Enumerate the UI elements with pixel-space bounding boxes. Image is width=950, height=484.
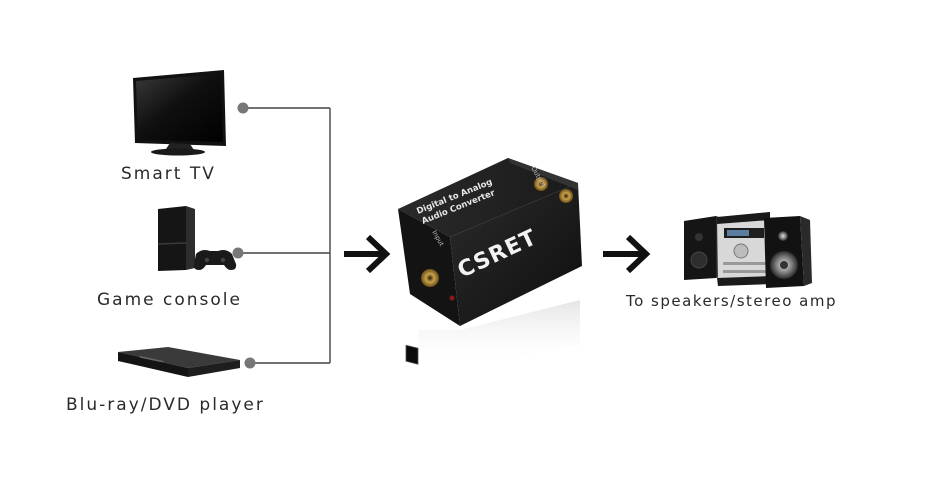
stereo-system-icon: [684, 212, 812, 288]
status-led: [449, 295, 455, 301]
optical-input-port: [405, 344, 419, 365]
bluray-player-icon: [118, 347, 240, 377]
tv-connector-dot: [237, 102, 249, 114]
coaxial-input-jack: [421, 269, 439, 287]
bluray-player-label: Blu-ray/DVD player: [66, 395, 265, 415]
game-console-label: Game console: [97, 290, 242, 310]
smart-tv-label: Smart TV: [121, 164, 216, 184]
console-connector-dot: [232, 247, 244, 259]
speakers-label: To speakers/stereo amp: [626, 292, 837, 310]
arrow-to-speakers-icon: [603, 234, 651, 274]
converter-device: Digital to Analog Audio Converter Input …: [398, 158, 582, 368]
output-jack-white: [559, 189, 573, 203]
connector-lines: [238, 107, 331, 364]
arrow-to-converter-icon: [344, 234, 391, 274]
output-jack-red: [534, 177, 548, 191]
bluray-connector-dot: [244, 357, 256, 369]
television-icon: [133, 70, 226, 156]
game-console-icon: [157, 206, 237, 271]
